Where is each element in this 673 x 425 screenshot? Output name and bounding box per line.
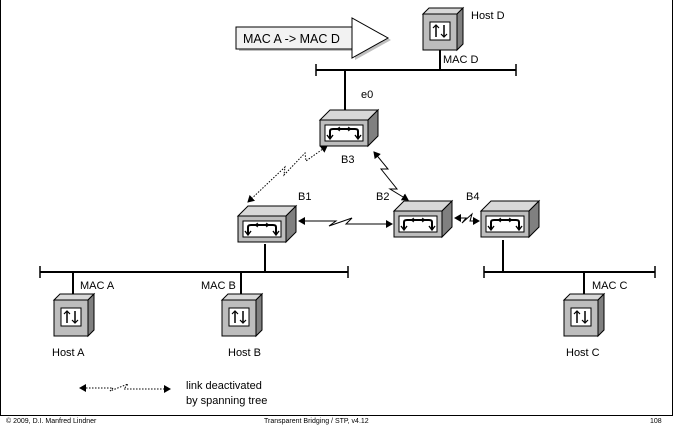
link-b3-b2 xyxy=(373,151,409,201)
footer-page-number: 108 xyxy=(650,418,662,425)
footer-title: Transparent Bridging / STP, v4.12 xyxy=(264,418,369,425)
b4-bridge-icon xyxy=(480,200,540,238)
frame-label: MAC A -> MAC D xyxy=(243,32,340,46)
lan-segment-top xyxy=(315,64,517,76)
host-a-mac-label: MAC A xyxy=(80,280,115,292)
legend-line1: link deactivated xyxy=(186,380,262,392)
host-d-mac-label: MAC D xyxy=(443,54,479,66)
b4-label: B4 xyxy=(466,191,479,203)
host-c-mac-label: MAC C xyxy=(592,280,628,292)
host-b-computer-icon xyxy=(221,293,263,337)
host-a-label: Host A xyxy=(52,347,85,359)
link-b1-b2 xyxy=(298,217,393,228)
host-c-label: Host C xyxy=(566,347,600,359)
port-e0-label: e0 xyxy=(361,89,373,101)
b3-label: B3 xyxy=(341,154,354,166)
footer-copyright: © 2009, D.I. Manfred Lindner xyxy=(6,417,97,425)
host-b-mac-label: MAC B xyxy=(201,280,236,292)
host-d-label: Host D xyxy=(471,10,505,22)
b3-bridge-icon xyxy=(319,109,379,147)
frame-arrow xyxy=(235,17,391,60)
b2-bridge-icon xyxy=(393,200,453,238)
link-b3-b1-deactivated xyxy=(247,145,328,203)
b1-label: B1 xyxy=(298,191,311,203)
host-c-computer-icon xyxy=(563,293,605,337)
lan-segment-left xyxy=(39,266,349,278)
b1-bridge-icon xyxy=(237,205,297,243)
link-b2-b4 xyxy=(454,212,480,225)
b2-label: B2 xyxy=(376,191,389,203)
legend-deactivated-link-symbol xyxy=(79,382,171,393)
legend-line2: by spanning tree xyxy=(186,395,267,407)
lan-segment-right xyxy=(483,266,656,278)
host-d-computer-icon xyxy=(422,7,464,51)
host-a-computer-icon xyxy=(53,293,95,337)
host-b-label: Host B xyxy=(228,347,261,359)
